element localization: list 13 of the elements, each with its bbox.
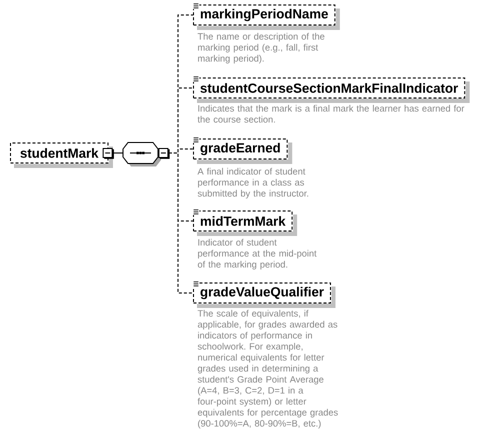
description-text: The name or description of the marking period (e.g., fall, first marking period). bbox=[198, 32, 324, 64]
connector-line bbox=[112, 152, 124, 154]
description-text: The scale of equivalents, if applicable, for grades awarded as indicators of performance in schoolwork. For example, numerical equivalents for letter grades used in determining a student's Grade Point Average (A=4, B=3, C=2, D=1 in a four-point system) or letter equivalents for percentage grades (90-100%=A, 80-90%=B, etc.) bbox=[198, 310, 338, 428]
element-box: studentCourseSectionMarkFinalIndicator bbox=[193, 78, 470, 103]
description-text: A final indicator of student performance in a class as submitted by the instructor. bbox=[198, 168, 308, 198]
element-box: gradeEarned bbox=[193, 138, 292, 164]
connector-line bbox=[168, 152, 194, 294]
element-box: studentMark bbox=[10, 142, 114, 168]
element-box: gradeValueQualifier bbox=[193, 282, 336, 308]
element-box: markingPeriodName bbox=[193, 4, 340, 30]
element-box: midTermMark bbox=[193, 210, 298, 236]
description-text: Indicates that the mark is a final mark the learner has earned for the course section. bbox=[198, 104, 464, 123]
description-text: Indicator of student performance at the mid-point of the marking period. bbox=[198, 238, 317, 270]
